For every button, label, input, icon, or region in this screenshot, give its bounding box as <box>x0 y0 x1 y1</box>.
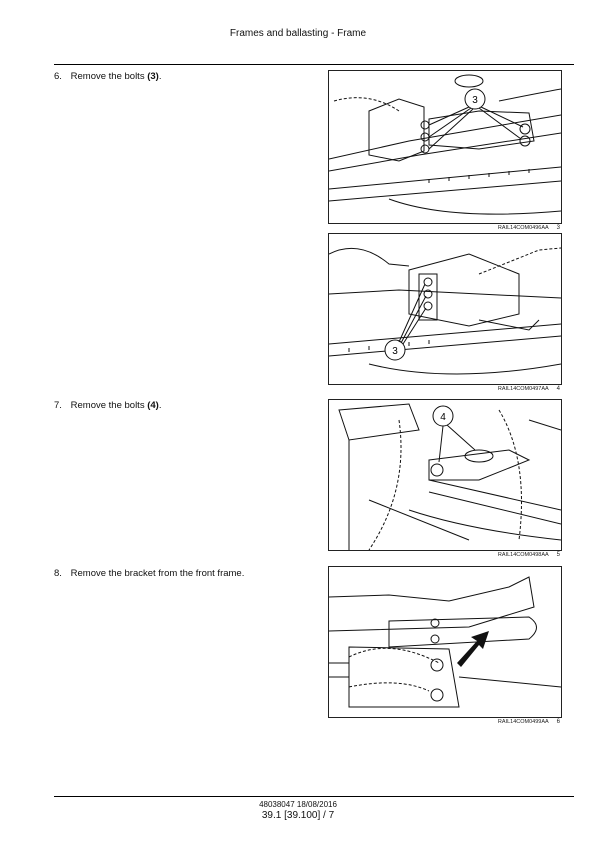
step-number: 7. <box>54 400 62 411</box>
step-ref: (4) <box>147 400 159 411</box>
step-number: 6. <box>54 71 62 82</box>
figure-5-caption: RAIL14COM0498AA 5 <box>328 552 560 558</box>
page-header: Frames and ballasting - Frame <box>229 28 367 39</box>
pointer-arrow-icon <box>457 631 489 667</box>
step-8: 8. Remove the bracket from the front fra… <box>54 568 244 579</box>
step-6: 6. Remove the bolts (3). <box>54 71 161 82</box>
figure-4-caption: RAIL14COM0497AA 4 <box>328 386 560 392</box>
step-text: Remove the bolts <box>70 71 148 82</box>
figure-number: 6 <box>556 719 560 725</box>
step-suffix: . <box>158 400 162 411</box>
step-7: 7. Remove the bolts (4). <box>54 400 161 411</box>
step-ref: (3) <box>147 71 159 82</box>
footer-page-number: 39.1 [39.100] / 7 <box>261 810 335 821</box>
figure-number: 5 <box>556 552 560 558</box>
step-text: Remove the bolts <box>70 400 148 411</box>
figure-3-illustration: 3 <box>328 70 562 224</box>
footer-doc-id: 48038047 18/08/2016 <box>259 800 337 809</box>
figure-3-caption: RAIL14COM0496AA 3 <box>328 225 560 231</box>
figure-number: 3 <box>556 225 560 231</box>
figure-6-caption: RAIL14COM0499AA 6 <box>328 719 560 725</box>
figure-5-illustration: 4 <box>328 399 562 551</box>
figure-4-illustration: 3 <box>328 233 562 385</box>
figure-number: 4 <box>556 386 560 392</box>
header-rule <box>54 64 574 65</box>
figure-6-illustration <box>328 566 562 718</box>
figure-code: RAIL14COM0499AA <box>497 719 549 725</box>
step-text: Remove the bracket from the front frame. <box>70 568 245 579</box>
figure-callout: 4 <box>440 412 446 423</box>
figure-callout: 3 <box>472 95 478 106</box>
footer-rule <box>54 796 574 797</box>
step-suffix: . <box>158 71 162 82</box>
figure-callout: 3 <box>392 346 398 357</box>
step-number: 8. <box>54 568 62 579</box>
figure-code: RAIL14COM0496AA <box>497 225 549 231</box>
figure-code: RAIL14COM0498AA <box>497 552 549 558</box>
figure-code: RAIL14COM0497AA <box>497 386 549 392</box>
